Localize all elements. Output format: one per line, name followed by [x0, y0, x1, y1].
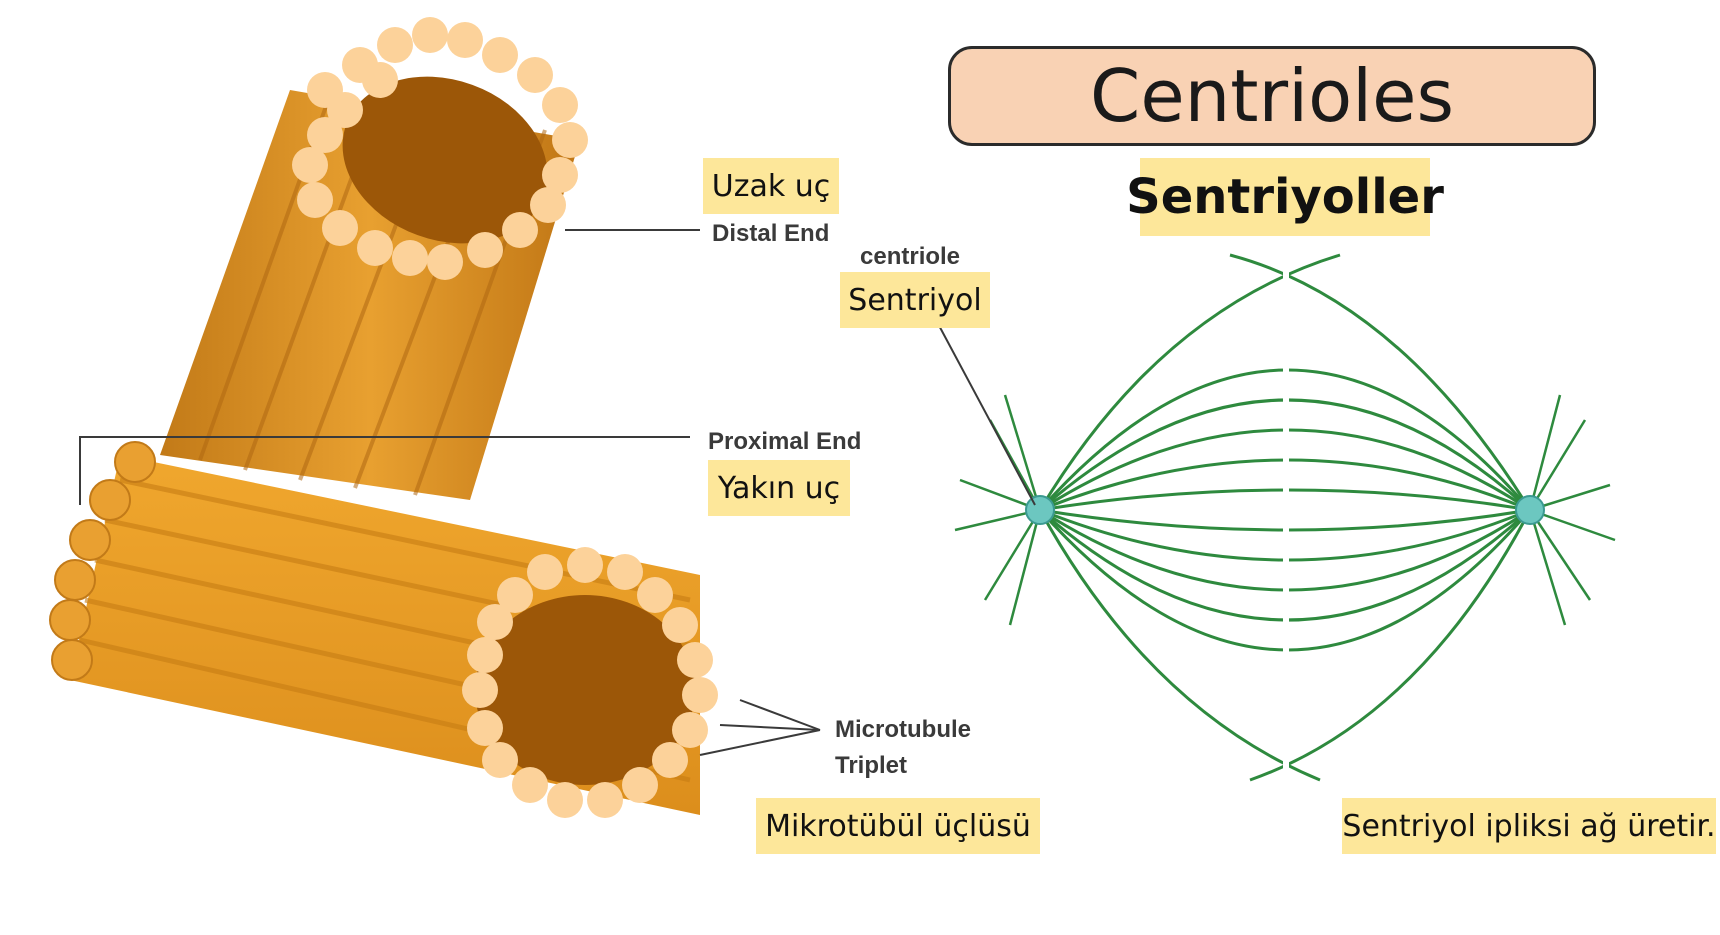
upper-centriole: [160, 17, 588, 500]
aster-rays: [954, 394, 1616, 626]
distal-tr-label: Uzak uç: [703, 158, 839, 214]
centriole-tr-label: Sentriyol: [840, 272, 990, 328]
title-box: Centrioles: [948, 46, 1596, 146]
proximal-en-label: Proximal End: [708, 428, 862, 455]
microtubule-en-label-2: Triplet: [835, 752, 908, 779]
lower-tubule-ends: [49, 441, 156, 681]
distal-en-label: Distal End: [712, 220, 830, 247]
centrosome-left: [1025, 495, 1055, 525]
microtubule-en-label-1: Microtubule: [835, 716, 971, 743]
microtubule-tr-label: Mikrotübül üçlüsü: [756, 798, 1040, 854]
centriole-en-label: centriole: [860, 243, 961, 270]
spindle-tr-label: Sentriyol ipliksi ağ üretir.: [1342, 798, 1716, 854]
lower-tubule-ring: [462, 547, 718, 818]
lower-centriole: [49, 441, 718, 818]
proximal-tr-label: Yakın uç: [708, 460, 850, 516]
page-title: Centrioles: [1090, 54, 1454, 138]
leader-lines: [79, 229, 821, 756]
subtitle-label: Sentriyoller: [1126, 158, 1444, 236]
centrosome-right: [1515, 495, 1545, 525]
upper-tubule-ring: [292, 17, 588, 280]
